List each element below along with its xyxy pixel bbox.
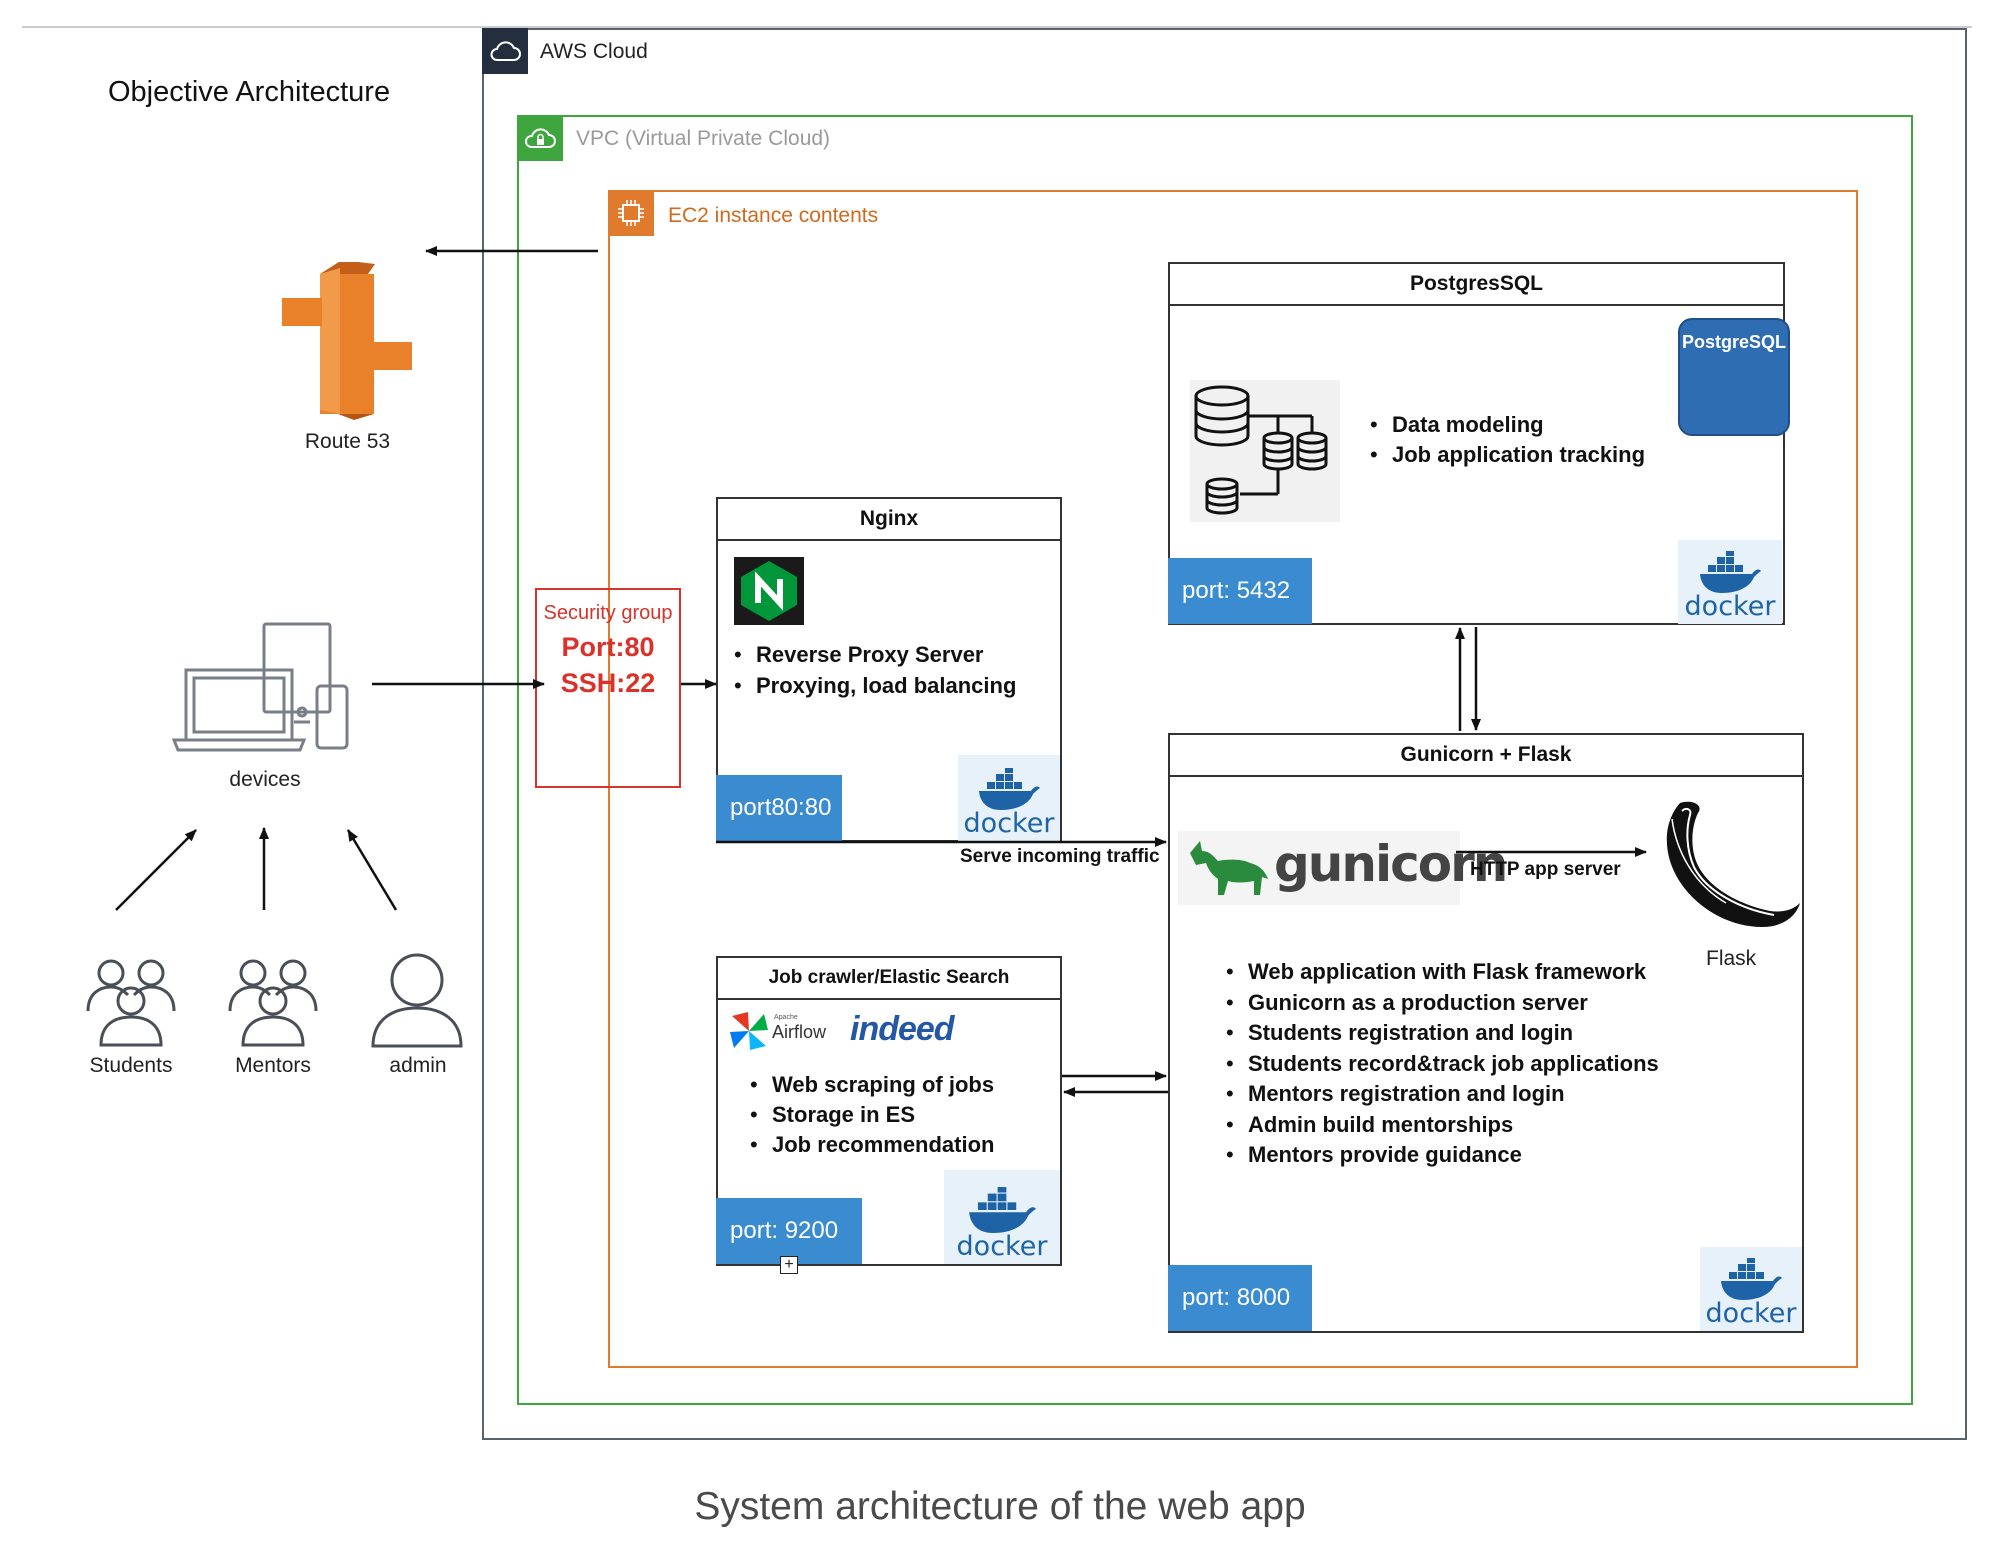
vpc-group: VPC (Virtual Private Cloud) [517, 115, 1913, 1405]
postgres-logo: PostgreSQL [1678, 318, 1790, 436]
docker-whale-icon [1700, 551, 1761, 593]
route53-icon [282, 262, 412, 420]
docker-label: docker [1705, 1298, 1797, 1329]
list-item: Web scraping of jobs [748, 1070, 994, 1100]
route53-label: Route 53 [304, 430, 391, 453]
figure-caption: System architecture of the web app [694, 1485, 1306, 1528]
devices-label: devices [229, 768, 301, 791]
gunicorn-unicorn-icon [1190, 841, 1268, 895]
postgres-bullets: Data modeling Job application tracking [1368, 410, 1645, 470]
security-group-title: Security group [543, 602, 673, 624]
nginx-title: Nginx [718, 499, 1060, 541]
security-group: Security group Port:80 SSH:22 [535, 588, 681, 788]
crawler-port-badge: port: 9200 [716, 1198, 862, 1264]
ec2-icon [608, 190, 654, 236]
aws-cloud-icon [482, 28, 528, 74]
list-item: Admin build mentorships [1224, 1110, 1659, 1141]
postgres-container: PostgresSQL PostgreSQL Data modeling Job… [1168, 262, 1790, 625]
nginx-bullets: Reverse Proxy Server Proxying, load bala… [732, 639, 1016, 701]
list-item: Proxying, load balancing [732, 670, 1016, 701]
gunicorn-logo: gunicorn [1178, 831, 1508, 905]
crawler-container: Job crawler/Elastic Search Apache Airflo… [716, 956, 1062, 1274]
aws-cloud-label: AWS Cloud [540, 40, 648, 63]
postgres-logo-text: PostgreSQL [1681, 332, 1787, 352]
gunicorn-word: Gunicorn as a production server [1248, 989, 1588, 1015]
crawler-title: Job crawler/Elastic Search [718, 958, 1060, 1000]
list-item: Data modeling [1368, 410, 1645, 440]
docker-whale-icon [1721, 1258, 1782, 1300]
nginx-logo-icon [734, 557, 804, 625]
mentors-label: Mentors [235, 1054, 311, 1077]
list-item: Students record&track job applications [1224, 1049, 1659, 1080]
vpc-icon [517, 115, 563, 161]
list-item: Job recommendation [748, 1130, 994, 1160]
docker-label: docker [963, 808, 1055, 839]
airflow-icon [730, 1012, 768, 1050]
expand-icon[interactable]: + [780, 1256, 798, 1274]
postgres-port-badge: port: 5432 [1168, 558, 1312, 624]
gunicorn-text: gunicorn [1274, 835, 1508, 893]
list-item: Reverse Proxy Server [732, 639, 1016, 670]
flask-title: Gunicorn + Flask [1170, 735, 1802, 777]
list-item: Mentors provide guidance [1224, 1140, 1659, 1171]
crawler-bullets: Web scraping of jobs Storage in ES Job r… [748, 1070, 994, 1160]
flask-docker-badge: docker [1700, 1247, 1802, 1331]
list-item: Mentors registration and login [1224, 1079, 1659, 1110]
vpc-label: VPC (Virtual Private Cloud) [576, 127, 831, 150]
serve-traffic-label: Serve incoming traffic [960, 846, 1160, 867]
ec2-group: EC2 instance contents [608, 190, 1858, 1368]
aws-cloud-group: AWS Cloud [482, 28, 1967, 1440]
docker-whale-icon [969, 1187, 1036, 1233]
list-item: Web application with Flask framework [1224, 957, 1659, 988]
students-label: Students [89, 1054, 173, 1077]
list-item: Students registration and login [1224, 1018, 1659, 1049]
docker-label: docker [956, 1231, 1048, 1262]
list-item: Storage in ES [748, 1100, 994, 1130]
docker-whale-icon [979, 768, 1040, 810]
flask-logo-icon [1666, 801, 1800, 927]
top-rule [22, 26, 1972, 28]
http-app-server-label: HTTP app server [1470, 859, 1621, 880]
mentors-icon [228, 959, 318, 1047]
students-to-devices-arrow [115, 829, 197, 911]
nginx-port-badge: port80:80 [716, 775, 842, 841]
database-icon [1190, 380, 1340, 522]
list-item: Gunicorn as a production server [1224, 988, 1659, 1019]
indeed-logo: indeed [850, 1010, 955, 1048]
nginx-docker-badge: docker [958, 755, 1060, 841]
security-group-port: Port:80 [561, 632, 655, 662]
crawler-docker-badge: docker [944, 1170, 1060, 1264]
postgres-docker-badge: docker [1678, 540, 1782, 624]
docker-label: docker [1684, 591, 1776, 622]
admin-icon [371, 953, 463, 1048]
flask-label: Flask [1706, 947, 1757, 970]
security-group-ssh: SSH:22 [560, 668, 656, 698]
devices-icon [172, 622, 349, 752]
list-item: Job application tracking [1368, 440, 1645, 470]
flask-container: Gunicorn + Flask gunicorn HTTP app serve… [1168, 733, 1804, 1333]
flask-port-badge: port: 8000 [1168, 1265, 1312, 1331]
postgres-title: PostgresSQL [1170, 264, 1783, 306]
diagram-title: Objective Architecture [108, 76, 391, 108]
admin-label: admin [389, 1054, 447, 1077]
students-icon [86, 959, 176, 1047]
ec2-label: EC2 instance contents [668, 204, 879, 227]
flask-bullets: Web application with Flask framework Gun… [1224, 957, 1659, 1171]
airflow-small-text: Apache [774, 1014, 798, 1021]
nginx-container: Nginx Reverse Proxy Server Proxying, loa… [716, 497, 1062, 842]
airflow-text: Airflow [772, 1022, 827, 1042]
admin-to-devices-arrow [346, 829, 398, 911]
